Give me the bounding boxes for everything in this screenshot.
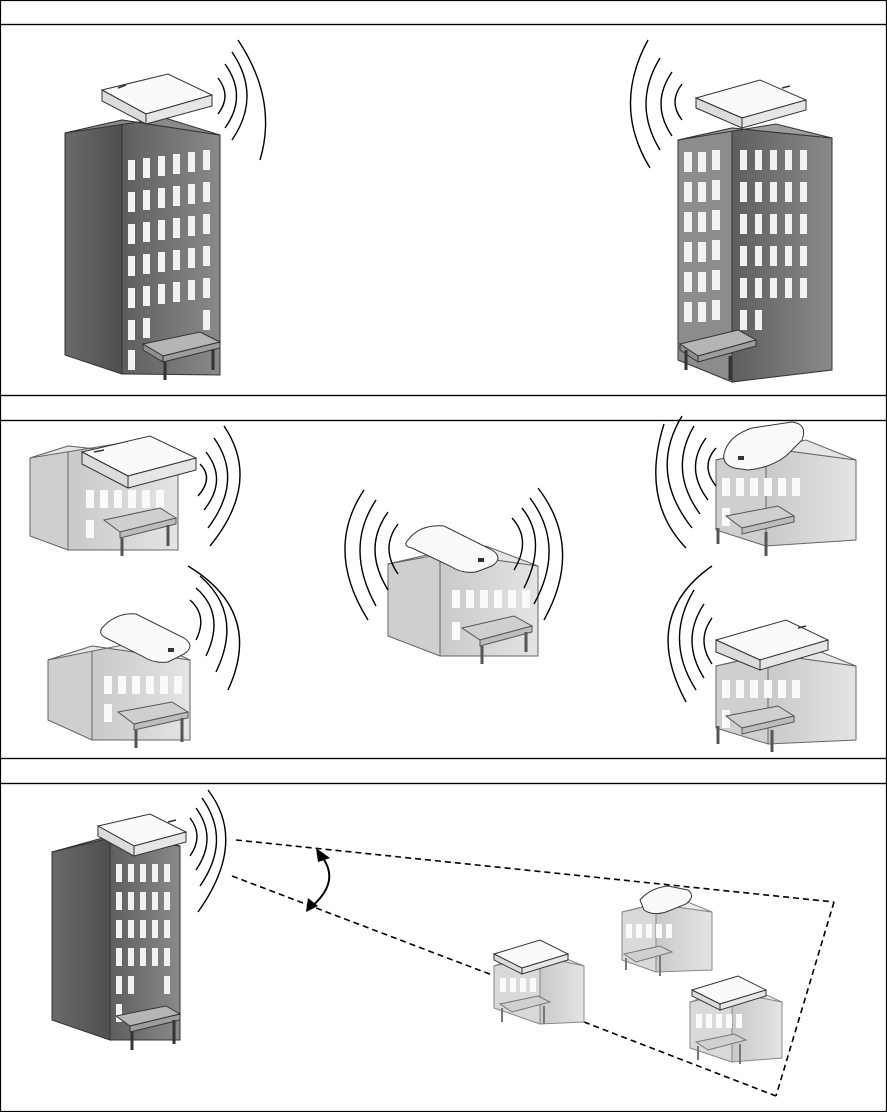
radio-wave-icon: [630, 40, 682, 168]
radio-wave-icon: [188, 566, 240, 690]
panel-3-header: [1, 759, 887, 784]
panel-1-right-building: [678, 124, 832, 382]
radio-unit-icon: [696, 80, 806, 128]
panel-1-header: [1, 1, 887, 25]
radio-wave-icon: [190, 790, 226, 912]
panel-2-header: [1, 396, 887, 421]
radio-wave-icon: [668, 566, 712, 702]
radio-wave-icon: [218, 40, 266, 160]
radio-wave-icon: [656, 416, 716, 548]
radio-wave-icon: [198, 426, 240, 546]
panel-3-tall-building: [52, 832, 180, 1050]
radio-unit-icon: [102, 74, 212, 124]
double-arrow-icon: [306, 848, 330, 912]
panel-1-left-building: [65, 118, 220, 380]
